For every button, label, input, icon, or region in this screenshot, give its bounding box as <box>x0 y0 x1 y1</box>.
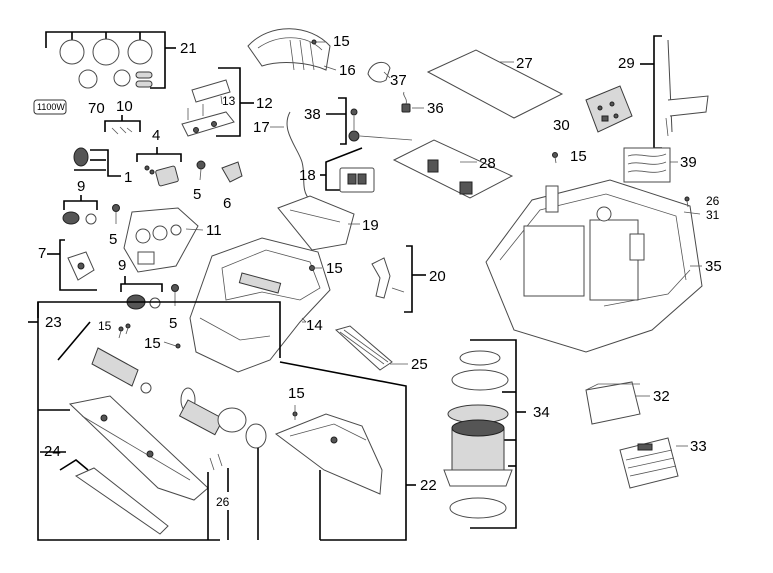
part-15-screw-housing: 15 <box>309 260 343 277</box>
part-27-cover-plate: 27 <box>426 49 564 119</box>
label-27: 27 <box>516 55 533 72</box>
part-33-filter-cage: 33 <box>619 437 707 489</box>
part-30-circuit-board: 30 <box>553 85 633 134</box>
label-15-base: 15 <box>288 385 305 402</box>
label-25: 25 <box>411 356 428 373</box>
part-18-outlet: 18 <box>299 147 375 193</box>
part-4-switch: 4 <box>136 127 182 187</box>
part-36-sensor: 36 <box>401 91 444 117</box>
part-22-base-tray: 22 15 <box>274 361 437 541</box>
part-25-filter-strip: 25 <box>334 325 428 373</box>
label-10: 10 <box>116 98 133 115</box>
label-14: 14 <box>306 317 323 334</box>
label-5-lower: 5 <box>169 315 177 332</box>
label-5-top: 5 <box>193 186 201 203</box>
part-17-hose: 17 <box>253 111 311 201</box>
part-20-latch: 20 <box>371 245 446 313</box>
part-29-rod: 29 <box>618 35 709 149</box>
label-36: 36 <box>427 100 444 117</box>
part-5-screw-left: 5 <box>109 204 120 248</box>
part-21-seal-rings: 21 <box>45 31 197 89</box>
label-1: 1 <box>124 169 132 186</box>
label-22: 22 <box>420 477 437 494</box>
part-28-filter-tray: 28 <box>392 139 514 199</box>
label-9-lower: 9 <box>118 257 126 274</box>
label-30: 30 <box>553 117 570 134</box>
label-70: 70 <box>88 100 105 117</box>
label-17: 17 <box>253 119 270 136</box>
part-10-screws: 10 <box>104 98 141 135</box>
label-26-lower: 26 <box>216 495 230 509</box>
badge-text: 1100W <box>37 102 65 112</box>
part-6-clip: 6 <box>221 161 243 212</box>
part-38-valve: 38 <box>304 97 413 145</box>
label-6: 6 <box>223 195 231 212</box>
part-7-bracket: 7 <box>38 239 97 291</box>
part-15-screw-top: 15 <box>311 33 350 50</box>
part-35-main-body: 35 <box>485 179 722 353</box>
label-29: 29 <box>618 55 635 72</box>
label-39: 39 <box>680 154 697 171</box>
label-15-housing: 15 <box>326 260 343 277</box>
part-impeller-assembly: 26 <box>178 387 267 540</box>
label-23: 23 <box>45 314 62 331</box>
part-39-foam-pad: 39 <box>623 147 697 183</box>
label-4: 4 <box>152 127 160 144</box>
part-15-screw-right: 15 <box>552 148 587 165</box>
label-9-upper: 9 <box>77 178 85 195</box>
label-37: 37 <box>390 72 407 89</box>
label-35: 35 <box>705 258 722 275</box>
part-24-nozzle-body: 24 <box>40 395 209 535</box>
label-31: 31 <box>706 208 720 222</box>
part-16-carry-handle: 16 <box>247 28 356 79</box>
label-20: 20 <box>429 268 446 285</box>
label-28: 28 <box>479 155 496 172</box>
part-19-lid: 19 <box>277 195 379 251</box>
label-5-left: 5 <box>109 231 117 248</box>
label-15-right: 15 <box>570 148 587 165</box>
part-34-motor: 34 <box>443 339 550 529</box>
part-70-power-badge: 1100W 70 <box>33 99 105 117</box>
label-12: 12 <box>256 95 273 112</box>
label-26-upper: 26 <box>706 194 720 208</box>
part-5-screw-lower: 5 <box>169 284 179 332</box>
part-37-cable-clip: 37 <box>367 61 407 89</box>
label-11: 11 <box>206 222 222 239</box>
label-32: 32 <box>653 388 670 405</box>
part-11-control-panel: 11 <box>123 207 222 273</box>
label-16: 16 <box>339 62 356 79</box>
label-19: 19 <box>362 217 379 234</box>
part-15-screw-left-lower: 15 <box>144 335 181 352</box>
label-15-left-lower: 15 <box>144 335 161 352</box>
part-5-screw-top: 5 <box>193 160 206 203</box>
label-18: 18 <box>299 167 316 184</box>
label-15-nozzle: 15 <box>98 319 112 333</box>
part-32-foam-block: 32 <box>585 381 670 425</box>
part-15-screw-nozzle: 15 <box>98 319 131 339</box>
part-23-nozzle-frame: 23 <box>28 301 281 541</box>
part-9-knob-upper: 9 <box>62 178 98 225</box>
label-21: 21 <box>180 40 197 57</box>
label-24: 24 <box>44 443 61 460</box>
part-1-knob: 1 <box>73 147 132 186</box>
part-14-top-housing: 14 <box>189 237 331 373</box>
label-7: 7 <box>38 245 46 262</box>
label-33: 33 <box>690 438 707 455</box>
label-15-top: 15 <box>333 33 350 50</box>
part-12-handle-bracket: 12 13 <box>181 67 273 137</box>
part-26-31-screws: 26 31 <box>683 194 720 222</box>
label-38: 38 <box>304 106 321 123</box>
label-34: 34 <box>533 404 550 421</box>
label-13: 13 <box>222 94 236 108</box>
